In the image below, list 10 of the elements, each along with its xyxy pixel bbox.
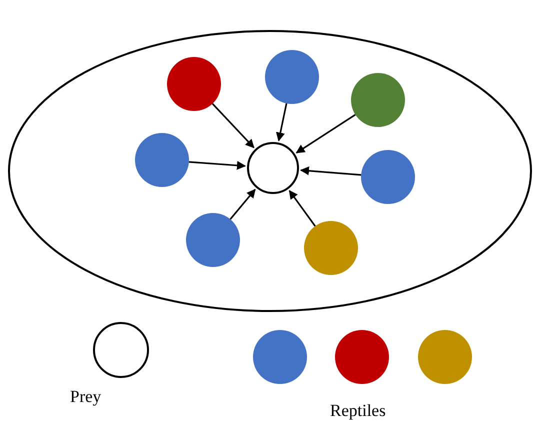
arrow <box>230 188 256 220</box>
arrow <box>296 114 356 154</box>
arrow <box>188 160 246 170</box>
caption-text: Reptiles <box>330 402 386 419</box>
arrow <box>212 103 254 148</box>
arrow <box>276 103 288 142</box>
caption-text: Prey <box>70 388 102 405</box>
ellipse-outline <box>8 30 532 312</box>
arrow <box>288 190 316 227</box>
arrow <box>300 166 362 176</box>
